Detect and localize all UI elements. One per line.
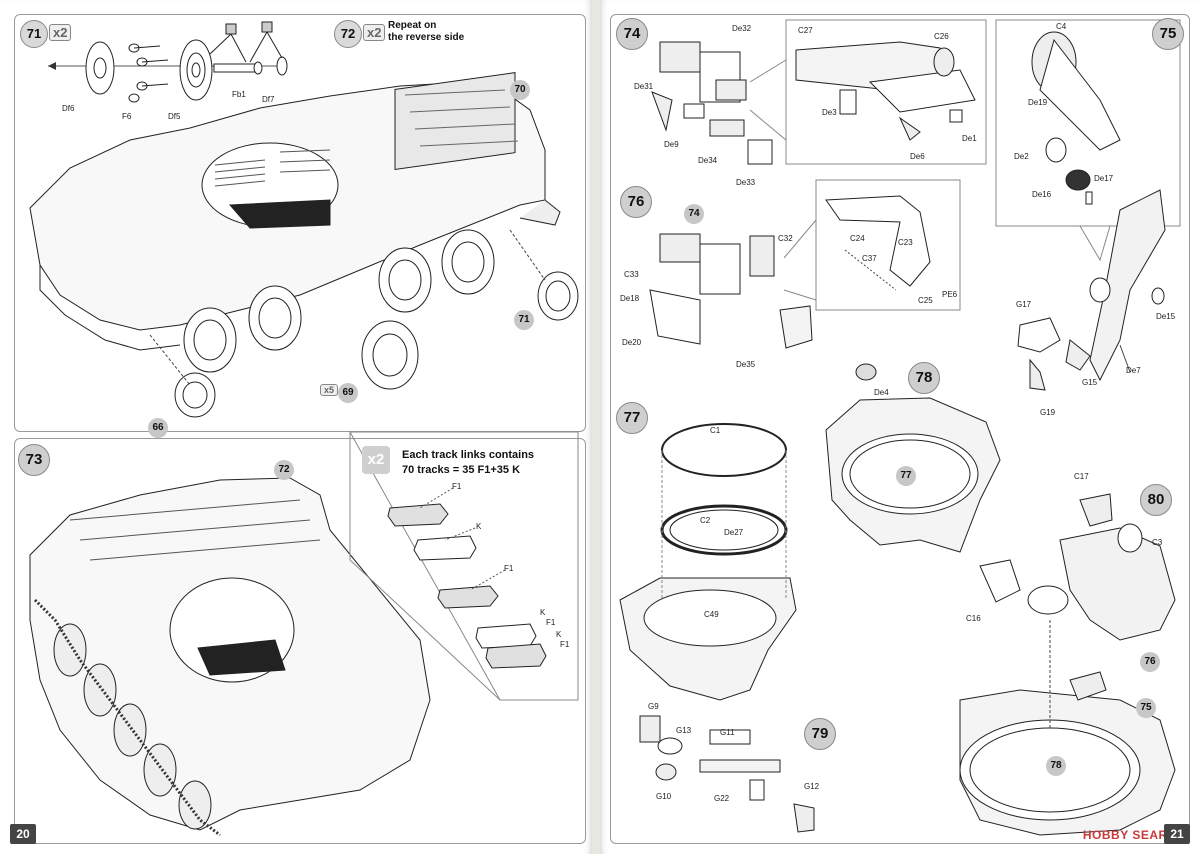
track-label-f1-b: F1 bbox=[504, 564, 514, 573]
step-79-badge: 79 bbox=[804, 718, 836, 750]
part-label-c26: C26 bbox=[934, 32, 949, 41]
part-label-de2: De2 bbox=[1014, 152, 1029, 161]
step-75-badge: 75 bbox=[1152, 18, 1184, 50]
part-label-g17: G17 bbox=[1016, 300, 1032, 309]
left-page-line-art bbox=[29, 21, 579, 837]
reverse-side-note-line1: Repeat on bbox=[388, 20, 437, 31]
track-multiplier: x2 bbox=[362, 446, 390, 474]
part-label-c3: C3 bbox=[1152, 538, 1163, 547]
part-label-g11: G11 bbox=[720, 728, 735, 737]
part-label-de33: De33 bbox=[736, 178, 756, 187]
step-80-badge: 80 bbox=[1140, 484, 1172, 516]
part-label-c16: C16 bbox=[966, 614, 981, 623]
part-label-de7: De7 bbox=[1126, 366, 1141, 375]
part-label-de15: De15 bbox=[1156, 312, 1176, 321]
part-label-c1: C1 bbox=[710, 426, 721, 435]
part-label-de6: De6 bbox=[910, 152, 925, 161]
part-label-df6: Df6 bbox=[62, 104, 75, 113]
part-label-c33: C33 bbox=[624, 270, 639, 279]
part-label-g22: G22 bbox=[714, 794, 730, 803]
ref-72: 72 bbox=[274, 460, 294, 480]
ref-66: 66 bbox=[148, 418, 168, 438]
step-71-multiplier: x2 bbox=[49, 24, 72, 41]
part-label-g15: G15 bbox=[1082, 378, 1098, 387]
ref-76: 76 bbox=[1140, 652, 1160, 672]
part-label-de35: De35 bbox=[736, 360, 756, 369]
page-number-left: 20 bbox=[10, 824, 36, 844]
part-label-de27: De27 bbox=[724, 528, 744, 537]
part-label-c23: C23 bbox=[898, 238, 913, 247]
part-label-pe6: PE6 bbox=[942, 290, 958, 299]
ref-75: 75 bbox=[1136, 698, 1156, 718]
track-info-line2: 70 tracks = 35 F1+35 K bbox=[402, 464, 521, 476]
part-label-de1: De1 bbox=[962, 134, 977, 143]
part-label-c2: C2 bbox=[700, 516, 711, 525]
left-bottom-frame bbox=[14, 438, 586, 844]
part-label-c37: C37 bbox=[862, 254, 877, 263]
ref-69-multiplier: x5 bbox=[320, 384, 339, 396]
track-label-k-b: K bbox=[540, 608, 546, 617]
part-label-df7: Df7 bbox=[262, 95, 275, 104]
hobby-search-watermark: HOBBY SEARCH bbox=[1082, 828, 1186, 842]
right-page-line-art bbox=[619, 19, 1181, 836]
track-label-k-a: K bbox=[476, 522, 482, 531]
ref-69: 69 bbox=[338, 383, 358, 403]
step-73-badge: 73 bbox=[18, 444, 50, 476]
part-label-fb1: Fb1 bbox=[232, 90, 246, 99]
step-72-badge: 72 bbox=[334, 20, 362, 48]
ref-74: 74 bbox=[684, 204, 704, 224]
part-label-c49: C49 bbox=[704, 610, 719, 619]
step-76-badge: 76 bbox=[620, 186, 652, 218]
part-label-de19: De19 bbox=[1028, 98, 1048, 107]
part-label-c4: C4 bbox=[1056, 22, 1067, 31]
left-top-frame bbox=[14, 14, 586, 432]
part-label-c24: C24 bbox=[850, 234, 865, 243]
ref-78: 78 bbox=[1046, 756, 1066, 776]
step-71-badge: 71 bbox=[20, 20, 48, 48]
track-info-line1: Each track links contains bbox=[402, 449, 535, 461]
step-74-badge: 74 bbox=[616, 18, 648, 50]
part-label-de4: De4 bbox=[874, 388, 889, 397]
part-label-f6: F6 bbox=[122, 112, 132, 121]
part-label-df5: Df5 bbox=[168, 112, 181, 121]
part-label-g10: G10 bbox=[656, 792, 672, 801]
part-label-de17: De17 bbox=[1094, 174, 1114, 183]
part-label-de20: De20 bbox=[622, 338, 642, 347]
part-label-de32: De32 bbox=[732, 24, 752, 33]
part-label-g9: G9 bbox=[648, 702, 659, 711]
reverse-side-note-line2: the reverse side bbox=[388, 32, 465, 43]
part-label-c25: C25 bbox=[918, 296, 933, 305]
part-label-de34: De34 bbox=[698, 156, 718, 165]
part-label-de18: De18 bbox=[620, 294, 640, 303]
part-label-g12: G12 bbox=[804, 782, 820, 791]
track-label-f1-d: F1 bbox=[560, 640, 570, 649]
part-label-c17: C17 bbox=[1074, 472, 1089, 481]
part-label-g13: G13 bbox=[676, 726, 692, 735]
part-label-de16: De16 bbox=[1032, 190, 1052, 199]
part-label-de3: De3 bbox=[822, 108, 837, 117]
ref-70: 70 bbox=[510, 80, 530, 100]
ref-71: 71 bbox=[514, 310, 534, 330]
page-number-right: 21 bbox=[1164, 824, 1190, 844]
track-label-f1-a: F1 bbox=[452, 482, 462, 491]
part-label-c27: C27 bbox=[798, 26, 813, 35]
part-label-de9: De9 bbox=[664, 140, 679, 149]
part-label-c32: C32 bbox=[778, 234, 793, 243]
ref-77: 77 bbox=[896, 466, 916, 486]
step-72-multiplier: x2 bbox=[363, 24, 386, 41]
left-page: 71 x2 72 x2 Repeat on the reverse side D… bbox=[0, 0, 592, 854]
right-frame bbox=[610, 14, 1190, 844]
track-label-k-c: K bbox=[556, 630, 562, 639]
right-page: 74 75 76 77 78 79 80 74 77 76 75 78 De32… bbox=[600, 0, 1200, 854]
part-label-de31: De31 bbox=[634, 82, 654, 91]
track-label-f1-c: F1 bbox=[546, 618, 556, 627]
step-77-badge: 77 bbox=[616, 402, 648, 434]
step-78-badge: 78 bbox=[908, 362, 940, 394]
part-label-g19: G19 bbox=[1040, 408, 1056, 417]
